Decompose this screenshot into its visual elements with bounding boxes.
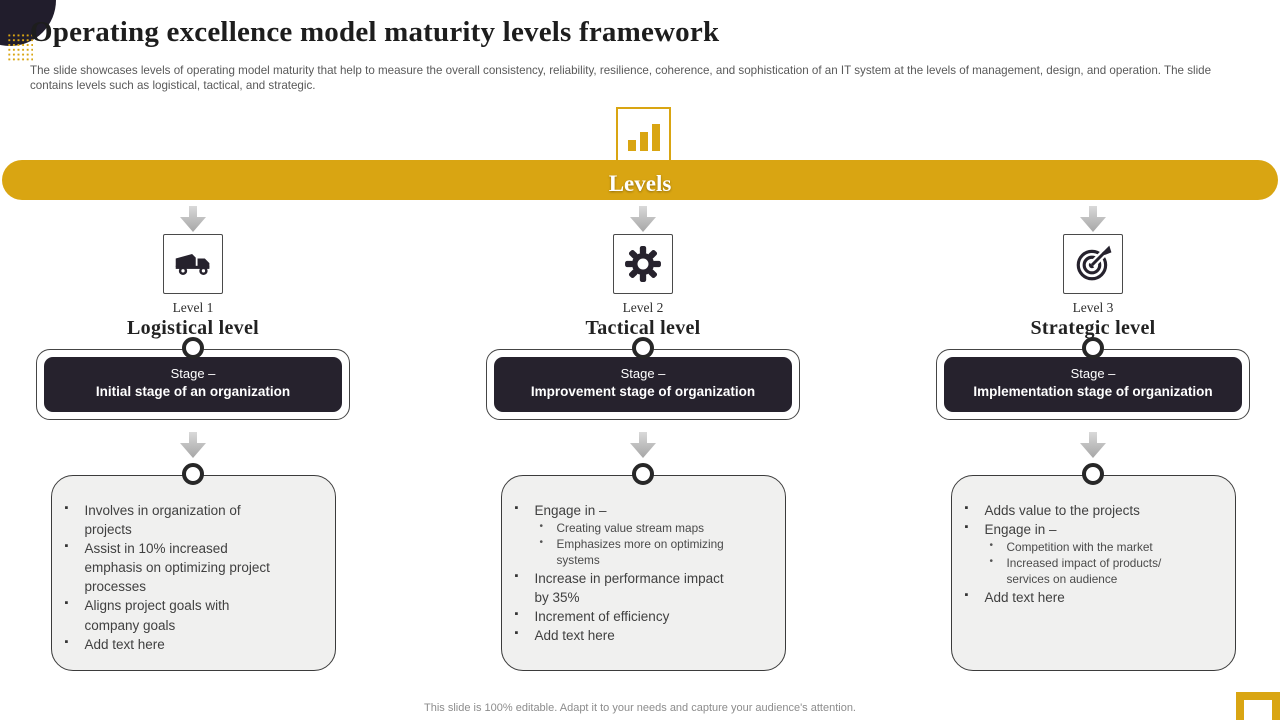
connector-circle (632, 462, 654, 485)
level-name: Logistical level (127, 317, 259, 339)
stage-prefix: Stage – (170, 366, 216, 381)
slide-description: The slide showcases levels of operating … (30, 64, 1212, 92)
bullet-list: Engage in –Creating value stream mapsEmp… (502, 501, 775, 646)
details-box: Adds value to the projectsEngage in –Com… (950, 462, 1236, 671)
bullet-item: Assist in 10% increased emphasis on opti… (52, 539, 325, 596)
connector-circle (182, 337, 204, 359)
stage-name: Improvement stage of organization (530, 383, 756, 399)
footer-note: This slide is 100% editable. Adapt it to… (424, 702, 856, 714)
arrow-down-icon (630, 431, 656, 458)
sub-bullet-item: Increased impact of products/ services o… (952, 555, 1225, 588)
gear-icon (613, 234, 673, 294)
levels-banner: Levels (2, 160, 1278, 200)
arrow-down-icon (180, 431, 206, 458)
bullet-list: Involves in organization of projectsAssi… (52, 501, 325, 654)
level-label: Level 1 (172, 300, 214, 315)
bar-chart-bar (627, 140, 636, 151)
stage-box: Stage – Implementation stage of organiza… (936, 337, 1250, 420)
connector-circle (632, 337, 654, 359)
bullet-item: Aligns project goals with company goals (52, 596, 325, 634)
levels-banner-label: Levels (608, 171, 672, 196)
connector-circle (182, 462, 204, 485)
target-icon (1063, 234, 1123, 294)
level-label: Level 2 (622, 300, 664, 315)
bullet-item: Increase in performance impact by 35% (502, 569, 775, 607)
stage-box: Stage – Improvement stage of organizatio… (486, 337, 800, 420)
arrow-down-icon (1080, 431, 1106, 458)
bullet-item: Add text here (502, 626, 775, 645)
sub-bullet-item: Emphasizes more on optimizing systems (502, 536, 775, 569)
arrow-down-icon (1080, 206, 1106, 232)
details-box: Involves in organization of projectsAssi… (50, 462, 336, 671)
connector-circle (1082, 462, 1104, 485)
truck-icon (163, 234, 223, 294)
bullet-item: Add text here (952, 588, 1225, 607)
dots-pattern-decor (7, 33, 33, 63)
bar-chart-bar (651, 124, 660, 151)
bullet-item: Engage in – (502, 501, 775, 520)
bullet-item: Add text here (52, 635, 325, 654)
stage-box: Stage – Initial stage of an organization (36, 337, 350, 420)
level-name: Tactical level (585, 317, 701, 339)
stage-prefix: Stage – (1070, 366, 1116, 381)
bullet-item: Increment of efficiency (502, 607, 775, 626)
column-logistical: Level 1 Logistical level Stage – Initial… (33, 200, 353, 671)
bar-chart-bar (639, 132, 648, 151)
stage-name: Initial stage of an organization (95, 383, 291, 399)
arrow-down-icon (180, 206, 206, 232)
level-name: Strategic level (1030, 317, 1156, 339)
column-tactical: Level 2 Tactical level Stage – Improveme… (483, 200, 803, 671)
corner-square-decor (1236, 692, 1280, 720)
bar-chart-icon (616, 107, 671, 162)
sub-bullet-item: Creating value stream maps (502, 520, 775, 536)
column-strategic: Level 3 Strategic level Stage – Implemen… (933, 200, 1253, 671)
arrow-down-icon (630, 206, 656, 232)
bullet-list: Adds value to the projectsEngage in –Com… (952, 501, 1225, 607)
sub-bullet-item: Competition with the market (952, 539, 1225, 555)
connector-circle (1082, 337, 1104, 359)
level-label: Level 3 (1072, 300, 1114, 315)
bullet-item: Adds value to the projects (952, 501, 1225, 520)
bullet-item: Engage in – (952, 520, 1225, 539)
stage-prefix: Stage – (620, 366, 666, 381)
page-title: Operating excellence model maturity leve… (30, 16, 720, 48)
details-box: Engage in –Creating value stream mapsEmp… (500, 462, 786, 671)
stage-name: Implementation stage of organization (973, 383, 1213, 399)
bullet-item: Involves in organization of projects (52, 501, 325, 539)
